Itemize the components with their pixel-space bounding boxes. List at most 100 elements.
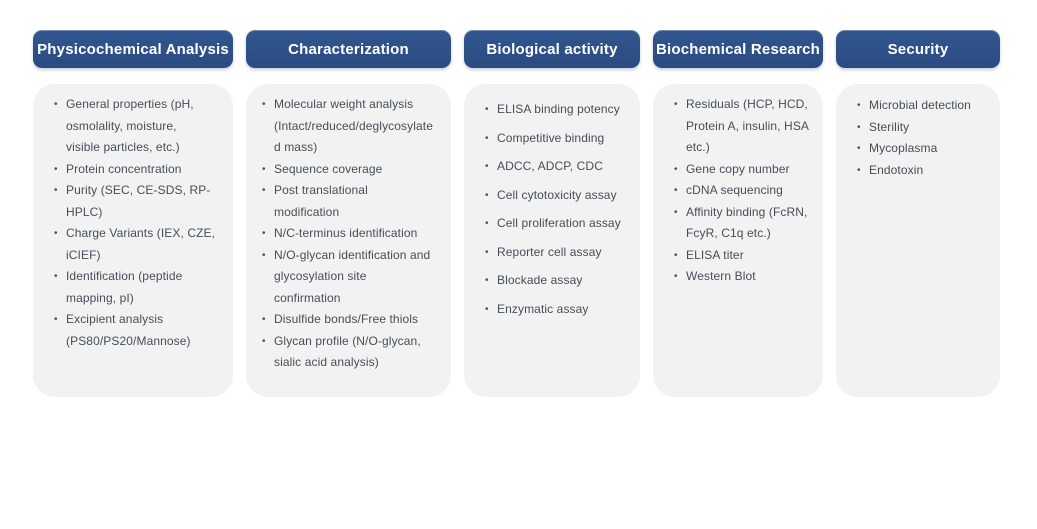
- item-text: Residuals (HCP, HCD, Protein A, insulin,…: [686, 97, 810, 154]
- item-text: Western Blot: [686, 269, 756, 283]
- bullet-icon: •: [857, 143, 861, 154]
- item-text: Blockade assay: [497, 273, 583, 287]
- item-list: • General properties (pH, osmolality, moi…: [54, 94, 229, 352]
- list-item: • cDNA sequencing: [674, 180, 819, 202]
- list-item: • Cell cytotoxicity assay: [485, 185, 636, 207]
- list-item: • General properties (pH, osmolality, moi…: [54, 94, 229, 159]
- item-text: ELISA titer: [686, 247, 744, 262]
- list-item: • Identification (peptide mapping, pI): [54, 266, 229, 309]
- column-header-biological-activity: Biological activity: [464, 30, 640, 68]
- item-list: • Microbial detection • Sterility • Mycopla…: [857, 95, 996, 182]
- bullet-icon: •: [674, 99, 678, 110]
- bullet-icon: •: [262, 99, 266, 110]
- item-text: Competitive binding: [497, 130, 605, 145]
- bullet-icon: •: [485, 161, 489, 172]
- item-text: Post translational modification: [274, 183, 368, 219]
- card-biochemical-research: • Residuals (HCP, HCD, Protein A, insulin…: [653, 84, 823, 397]
- item-text: N/O-glycan identification and glycosylat…: [274, 247, 431, 305]
- item-text: ADCC, ADCP, CDC: [497, 159, 603, 173]
- assay-categories-board: Physicochemical Analysis • General proper…: [33, 30, 1000, 397]
- list-item: • Excipient analysis (PS80/PS20/Mannose): [54, 309, 229, 352]
- list-item: • ELISA binding potency: [485, 99, 636, 121]
- bullet-icon: •: [485, 104, 489, 115]
- list-item: • Charge Variants (IEX, CZE, iCIEF): [54, 223, 229, 266]
- bullet-icon: •: [857, 164, 861, 176]
- list-item: • Residuals (HCP, HCD, Protein A, insulin…: [674, 94, 819, 159]
- bullet-icon: •: [262, 335, 266, 347]
- item-text: Purity (SEC, CE-SDS, RP- HPLC): [66, 183, 211, 219]
- item-text: Molecular weight analysis (Intact/reduce…: [274, 97, 433, 154]
- bullet-icon: •: [262, 314, 266, 325]
- list-item: • N/O-glycan identification and glycosyla…: [262, 245, 447, 310]
- list-item: •ELISA titer: [674, 245, 819, 267]
- bullet-icon: •: [54, 314, 58, 325]
- bullet-icon: •: [262, 185, 266, 196]
- item-text: Gene copy number: [686, 161, 790, 176]
- bullet-icon: •: [485, 303, 489, 315]
- column-header-physicochemical-analysis: Physicochemical Analysis: [33, 30, 233, 68]
- list-item: •Enzymatic assay: [485, 299, 636, 321]
- bullet-icon: •: [262, 163, 266, 175]
- list-item: • Mycoplasma: [857, 138, 996, 160]
- list-item: • Competitive binding: [485, 128, 636, 150]
- bullet-icon: •: [674, 206, 678, 218]
- column-security: Security • Microbial detection • Sterility…: [836, 30, 1000, 397]
- bullet-icon: •: [54, 99, 58, 110]
- card-security: • Microbial detection • Sterility • Mycopla…: [836, 84, 1000, 397]
- list-item: • Molecular weight analysis (Intact/reduc…: [262, 94, 447, 159]
- list-item: • Purity (SEC, CE-SDS, RP- HPLC): [54, 180, 229, 223]
- list-item: •Sequence coverage: [262, 159, 447, 181]
- bullet-icon: •: [54, 185, 58, 196]
- bullet-icon: •: [857, 100, 861, 111]
- item-text: General properties (pH, osmolality, mois…: [66, 97, 194, 154]
- column-header-characterization: Characterization: [246, 30, 451, 68]
- card-characterization: • Molecular weight analysis (Intact/reduc…: [246, 84, 451, 397]
- item-list: • ELISA binding potency • Competitive bind…: [485, 99, 636, 321]
- bullet-icon: •: [674, 163, 678, 175]
- bullet-icon: •: [674, 271, 678, 282]
- bullet-icon: •: [485, 189, 489, 201]
- list-item: • Microbial detection: [857, 95, 996, 117]
- bullet-icon: •: [485, 218, 489, 229]
- column-biological-activity: Biological activity • ELISA binding poten…: [464, 30, 640, 397]
- card-physicochemical-analysis: • General properties (pH, osmolality, moi…: [33, 84, 233, 397]
- bullet-icon: •: [485, 246, 489, 258]
- column-header-biochemical-research: Biochemical Research: [653, 30, 823, 68]
- list-item: • Sterility: [857, 117, 996, 139]
- column-characterization: Characterization • Molecular weight analy…: [246, 30, 451, 397]
- item-text: Endotoxin: [869, 162, 924, 177]
- item-text: Charge Variants (IEX, CZE, iCIEF): [66, 226, 216, 262]
- item-text: cDNA sequencing: [686, 183, 783, 197]
- item-text: Identification (peptide mapping, pI): [66, 269, 183, 305]
- item-text: Affinity binding (FcRN, FcyR, C1q etc.): [686, 204, 808, 241]
- item-text: Sterility: [869, 119, 910, 134]
- list-item: • Cell proliferation assay: [485, 213, 636, 235]
- item-text: N/C-terminus identification: [274, 226, 418, 240]
- list-item: • Gene copy number: [674, 159, 819, 181]
- bullet-icon: •: [262, 228, 266, 239]
- bullet-icon: •: [674, 185, 678, 196]
- item-text: Microbial detection: [869, 98, 971, 112]
- list-item: •Blockade assay: [485, 270, 636, 292]
- item-list: • Molecular weight analysis (Intact/reduc…: [262, 94, 447, 374]
- list-item: •Disulfide bonds/Free thiols: [262, 309, 447, 331]
- bullet-icon: •: [54, 271, 58, 282]
- item-text: Cell cytotoxicity assay: [497, 187, 617, 202]
- list-item: • Post translational modification: [262, 180, 447, 223]
- item-text: Glycan profile (N/O-glycan, sialic acid …: [274, 333, 421, 370]
- list-item: • Western Blot: [674, 266, 819, 288]
- item-text: Mycoplasma: [869, 141, 938, 155]
- list-item: • Glycan profile (N/O-glycan, sialic acid…: [262, 331, 447, 374]
- card-biological-activity: • ELISA binding potency • Competitive bind…: [464, 84, 640, 397]
- column-header-security: Security: [836, 30, 1000, 68]
- bullet-icon: •: [485, 132, 489, 144]
- list-item: •Protein concentration: [54, 159, 229, 181]
- bullet-icon: •: [262, 249, 266, 261]
- list-item: • Endotoxin: [857, 160, 996, 182]
- item-text: Cell proliferation assay: [497, 216, 621, 230]
- bullet-icon: •: [857, 121, 861, 133]
- bullet-icon: •: [54, 228, 58, 239]
- item-text: ELISA binding potency: [497, 102, 620, 116]
- item-text: Reporter cell assay: [497, 244, 602, 259]
- item-text: Excipient analysis (PS80/PS20/Mannose): [66, 312, 191, 348]
